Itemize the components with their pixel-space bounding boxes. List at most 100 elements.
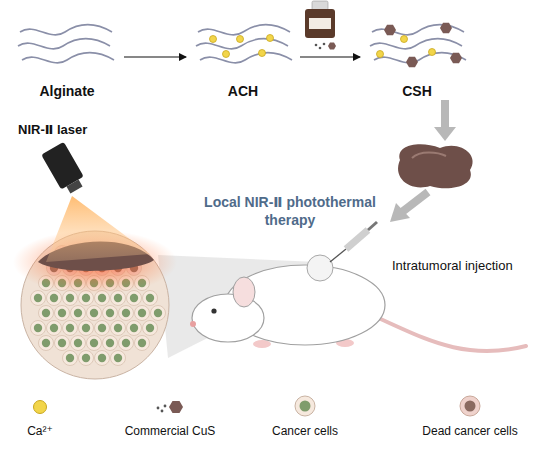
cancer-cell: [103, 306, 118, 321]
legend-sample: [450, 394, 490, 418]
cancer-cell: [63, 321, 78, 336]
mouse-eye: [211, 308, 216, 313]
cell-nucleus: [42, 339, 50, 347]
calcium-ion: [259, 50, 266, 57]
mouse-ear: [233, 277, 255, 307]
cancer-cell: [95, 351, 110, 366]
cell-nucleus: [114, 294, 122, 302]
flow-arrow-head: [390, 203, 410, 222]
cell-nucleus: [130, 324, 138, 332]
cus-hexagon: [169, 401, 183, 413]
cancer-cell: [111, 321, 126, 336]
mouse: [190, 222, 526, 351]
legend-item: Dead cancer cells: [405, 394, 535, 438]
cell-nucleus: [114, 354, 122, 362]
laser-beam: [46, 196, 150, 262]
dead-cell: [460, 396, 480, 416]
legend-item: Cancer cells: [240, 394, 370, 438]
mouse-tail: [378, 318, 526, 351]
cell-nucleus: [114, 324, 122, 332]
cus-hexagon: [450, 53, 462, 63]
legend-text: Ca²⁺: [0, 424, 105, 438]
cell-nucleus: [50, 324, 58, 332]
therapy-title: Local NIR-Ⅱ photothermal therapy: [180, 193, 400, 229]
cell-nucleus: [50, 294, 58, 302]
legend-sample: [150, 394, 190, 418]
cell-nucleus: [74, 339, 82, 347]
calcium-ion: [223, 51, 230, 58]
bottle-body: [305, 9, 335, 38]
cancer-cell: [143, 321, 158, 336]
cancer-cell: [95, 321, 110, 336]
legend-swatch: [33, 400, 47, 414]
mouse-nose: [190, 321, 196, 327]
cancer-cell: [39, 336, 54, 351]
cancer-cell: [119, 336, 134, 351]
cell-nucleus: [58, 339, 66, 347]
cus-particle: [319, 47, 322, 50]
polymer-chain: [200, 53, 292, 63]
cancer-cell: [47, 321, 62, 336]
legend-text: Commercial CuS: [105, 424, 235, 438]
cancer-cell: [79, 321, 94, 336]
polymer-chain: [374, 53, 466, 63]
cell-nucleus: [122, 309, 130, 317]
cancer-cell: [71, 336, 86, 351]
syringe-barrel: [346, 230, 368, 249]
cancer-cell: [103, 336, 118, 351]
legend-item: Commercial CuS: [105, 394, 235, 438]
ach-chains: [196, 25, 292, 63]
legend-item: Ca²⁺: [0, 394, 105, 438]
flow-arrow-head: [434, 127, 456, 141]
cell-nucleus: [90, 339, 98, 347]
cancer-cell: [143, 291, 158, 306]
cancer-cell: [135, 336, 150, 351]
cell-nucleus: [300, 401, 311, 412]
mouse-tumor: [307, 255, 333, 281]
hydrogel-highlight: [412, 153, 446, 159]
cus-particle: [315, 44, 318, 47]
cus-particle: [157, 407, 160, 410]
cell-nucleus: [42, 309, 50, 317]
cancer-cell: [31, 321, 46, 336]
cell-nucleus: [146, 324, 154, 332]
cancer-cell: [55, 336, 70, 351]
cancer-cell: [63, 351, 78, 366]
cell-nucleus: [82, 294, 90, 302]
cancer-cell: [119, 306, 134, 321]
cus-hexagon: [406, 57, 418, 67]
cell-nucleus: [66, 354, 74, 362]
csh-ions: [377, 36, 436, 58]
cancer-cell: [87, 336, 102, 351]
cell-nucleus: [82, 354, 90, 362]
cancer-cell: [295, 396, 315, 416]
calcium-ion: [377, 51, 384, 58]
calcium-ion: [210, 36, 217, 43]
cus-hexagon: [384, 25, 396, 35]
calcium-ion: [401, 36, 408, 43]
cancer-cell: [39, 306, 54, 321]
cancer-cell: [79, 351, 94, 366]
step-label: Alginate: [12, 83, 122, 99]
syringe-plunger: [368, 222, 377, 230]
calcium-ion: [237, 36, 244, 43]
cancer-cell: [127, 291, 142, 306]
bottle-label: [309, 18, 331, 29]
alginate-chains: [18, 25, 114, 63]
syringe-needle: [330, 249, 346, 262]
cell-nucleus: [90, 309, 98, 317]
illustrated-step: Alginate: [12, 15, 122, 99]
step-label: ACH: [188, 83, 298, 99]
step-label: CSH: [362, 83, 472, 99]
cell-nucleus: [130, 294, 138, 302]
cell-nucleus: [82, 324, 90, 332]
laser-label: NIR-Ⅱ laser: [18, 122, 128, 139]
polymer-chain: [370, 39, 462, 49]
hydrogel-blob: [398, 144, 473, 188]
cancer-cell: [151, 306, 166, 321]
cell-nucleus: [34, 324, 42, 332]
cus-particle: [164, 405, 167, 408]
csh-cus: [384, 23, 462, 67]
